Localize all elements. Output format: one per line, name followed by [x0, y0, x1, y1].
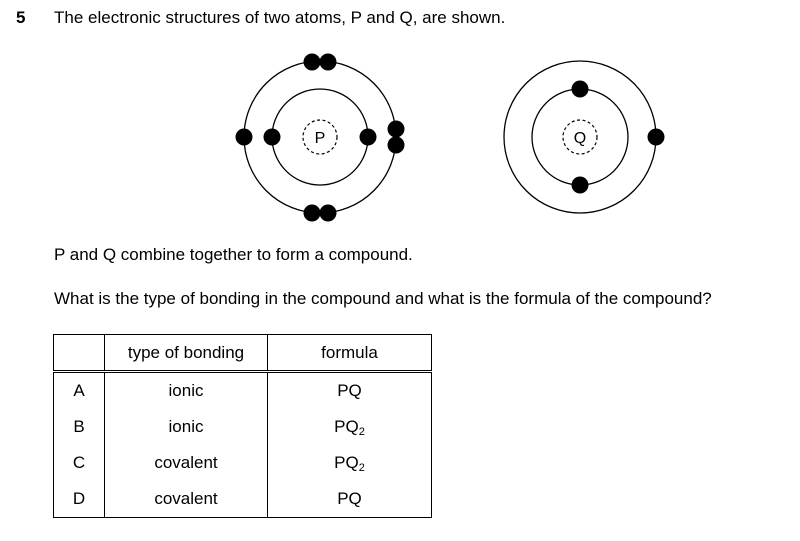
atom-q: Q	[503, 60, 665, 214]
formula-subscript: 2	[358, 461, 365, 474]
electron	[571, 176, 589, 194]
electron	[319, 53, 337, 71]
electron	[571, 80, 589, 98]
option-letter[interactable]: A	[53, 371, 105, 409]
option-letter[interactable]: D	[53, 481, 105, 518]
option-row-b[interactable]: B ionic PQ2	[53, 409, 432, 445]
question-stem: The electronic structures of two atoms, …	[54, 8, 506, 27]
table-header-row: type of bonding formula	[53, 334, 432, 373]
option-row-c[interactable]: C covalent PQ2	[53, 445, 432, 481]
option-bonding: ionic	[104, 409, 268, 445]
electron	[303, 204, 321, 222]
electron	[387, 136, 405, 154]
electron	[647, 128, 665, 146]
formula-base: PQ	[337, 488, 362, 508]
option-formula: PQ	[267, 481, 432, 518]
electron	[359, 128, 377, 146]
table-header-formula: formula	[267, 334, 432, 373]
option-bonding: covalent	[104, 445, 268, 481]
option-letter[interactable]: C	[53, 445, 105, 481]
atom-p: P	[235, 53, 405, 222]
atom-q-label: Q	[574, 130, 586, 147]
option-bonding: covalent	[104, 481, 268, 518]
electron	[319, 204, 337, 222]
option-formula: PQ2	[267, 409, 432, 445]
formula-base: PQ	[334, 452, 359, 472]
atom-p-label: P	[315, 130, 326, 147]
question-prompt: What is the type of bonding in the compo…	[54, 289, 712, 308]
body-text-1: P and Q combine together to form a compo…	[54, 245, 413, 264]
option-row-d[interactable]: D covalent PQ	[53, 481, 432, 518]
formula-base: PQ	[337, 380, 362, 400]
electron	[303, 53, 321, 71]
table-header-bonding: type of bonding	[104, 334, 268, 373]
question-number: 5	[16, 8, 26, 27]
formula-subscript: 2	[358, 425, 365, 438]
electron	[387, 120, 405, 138]
option-formula: PQ2	[267, 445, 432, 481]
atom-q-nucleus	[562, 119, 598, 155]
formula-base: PQ	[334, 416, 359, 436]
electron	[263, 128, 281, 146]
options-table: type of bonding formula A ionic PQ B ion…	[53, 334, 432, 518]
atom-diagram: P Q	[235, 53, 665, 222]
electron	[235, 128, 253, 146]
option-bonding: ionic	[104, 371, 268, 409]
option-letter[interactable]: B	[53, 409, 105, 445]
table-header-blank	[53, 334, 105, 373]
option-formula: PQ	[267, 371, 432, 409]
atom-p-nucleus	[302, 119, 338, 155]
option-row-a[interactable]: A ionic PQ	[53, 371, 432, 409]
